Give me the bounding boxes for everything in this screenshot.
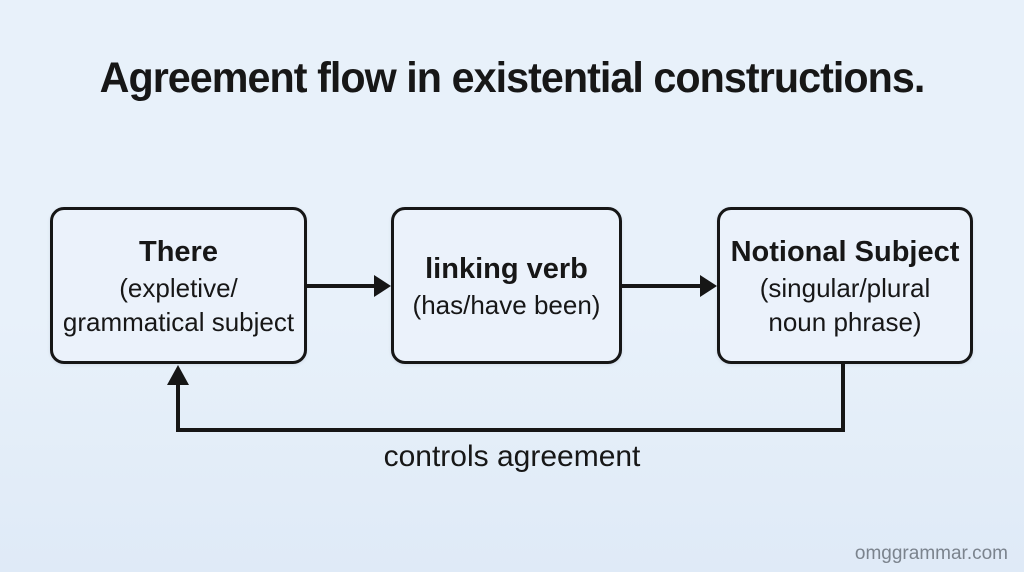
node-linking-verb: linking verb (has/have been): [391, 207, 622, 364]
node-notional-subject-line-2: noun phrase): [768, 306, 922, 337]
node-notional-subject: Notional Subject (singular/plural noun p…: [717, 207, 973, 364]
node-there-title: There: [139, 235, 218, 268]
arrowhead-right-icon: [700, 275, 717, 297]
node-there: There (expletive/ grammatical subject: [50, 207, 307, 364]
node-notional-subject-line-1: (singular/plural: [759, 272, 931, 303]
diagram-title: Agreement flow in existential constructi…: [99, 54, 926, 102]
watermark: omggrammar.com: [854, 543, 1008, 564]
feedback-arrow-label: controls agreement: [383, 440, 641, 473]
feedback-arrow-segment-up: [176, 383, 180, 432]
arrow-linking-verb-to-notional-subject: [622, 275, 717, 297]
feedback-arrow-segment-down: [841, 363, 845, 432]
arrowhead-up-icon: [167, 365, 189, 385]
feedback-arrow-segment-across: [176, 428, 845, 432]
arrowhead-right-icon: [374, 275, 391, 297]
node-linking-verb-title: linking verb: [425, 252, 588, 285]
arrow-there-to-linking-verb: [307, 275, 391, 297]
node-notional-subject-title: Notional Subject: [730, 235, 960, 268]
node-there-line-2: grammatical subject: [62, 306, 295, 337]
node-linking-verb-line-1: (has/have been): [412, 289, 601, 320]
node-there-line-1: (expletive/: [119, 272, 238, 303]
